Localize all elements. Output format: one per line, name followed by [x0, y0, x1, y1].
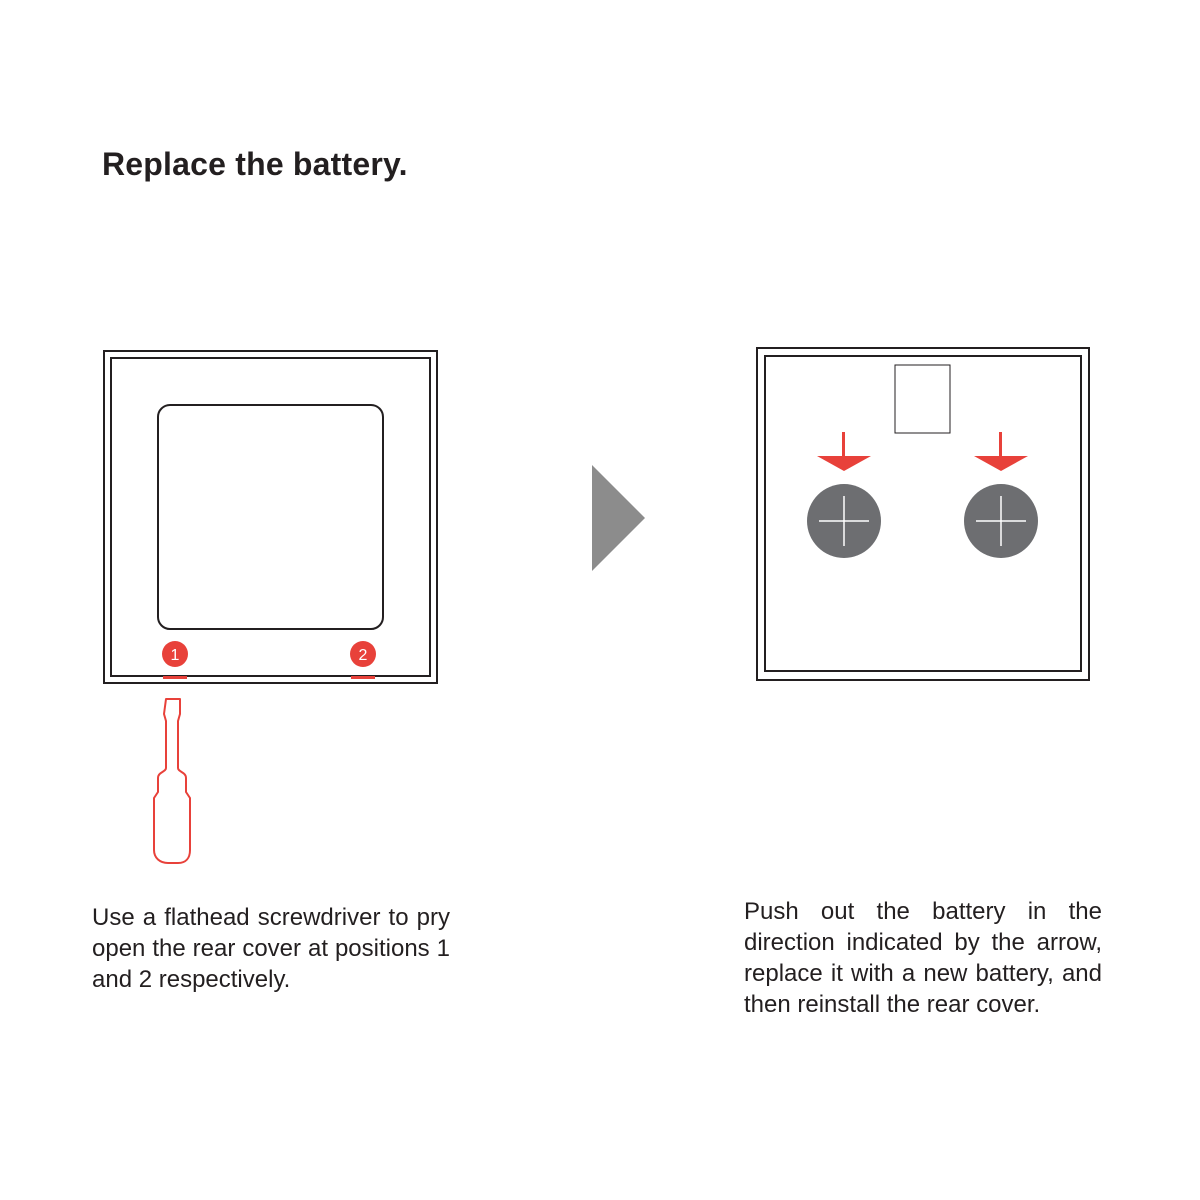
step-1-device-front: 1 2: [103, 350, 438, 864]
rear-outer-frame: [756, 347, 1090, 681]
rear-label-window: [894, 364, 951, 434]
step-2-caption: Push out the battery in the direction in…: [744, 898, 1102, 1018]
rear-inner-frame: [764, 355, 1082, 672]
step-2-device-rear: [756, 347, 1090, 681]
down-arrow-icon: [817, 432, 871, 471]
device-outer-frame: [103, 350, 438, 684]
page-title: Replace the battery.: [102, 146, 408, 182]
step-1-caption: Use a flathead screwdriver to pry open t…: [92, 904, 450, 993]
pry-slot-1: [163, 676, 187, 679]
device-screen: [157, 404, 384, 630]
marker-label-1: 1: [171, 647, 180, 664]
pry-position-marker-2: 2: [350, 641, 376, 667]
next-step-arrow-icon: [592, 465, 645, 571]
pry-position-marker-1: 1: [162, 641, 188, 667]
marker-label-2: 2: [359, 647, 368, 664]
coin-battery-icon: [964, 484, 1038, 558]
down-arrow-icon: [974, 432, 1028, 471]
pry-slot-2: [351, 676, 375, 679]
screwdriver-icon: [153, 698, 191, 864]
device-inner-frame: [110, 357, 431, 677]
coin-battery-icon: [807, 484, 881, 558]
